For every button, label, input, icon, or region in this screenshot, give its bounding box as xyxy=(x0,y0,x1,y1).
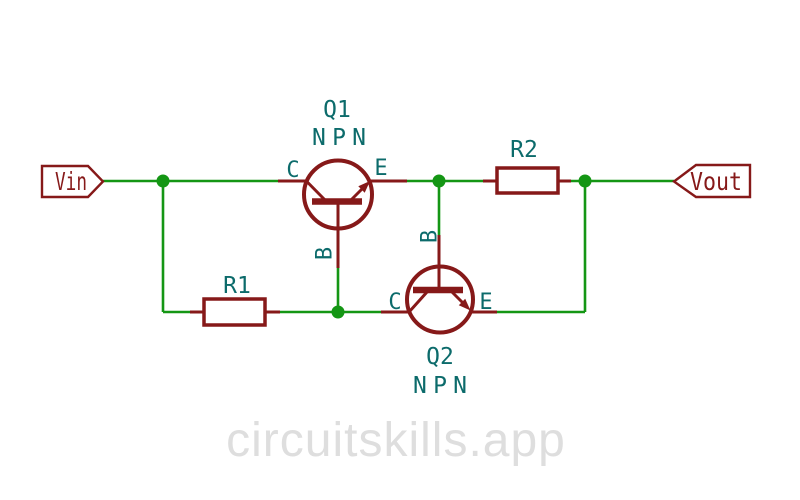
junction-dot-q1e xyxy=(432,174,446,188)
resistor-r1: R1 xyxy=(190,273,280,327)
q2-emitter-arrow xyxy=(458,298,471,311)
r1-body xyxy=(202,297,267,327)
junction-dot-r2-out xyxy=(578,174,592,188)
vout-label-shape xyxy=(671,163,752,199)
q1-value: NPN xyxy=(312,125,366,151)
q1-emitter-arrow xyxy=(358,181,370,193)
q1-body-circle xyxy=(302,158,374,231)
vin-label-shape xyxy=(40,164,105,199)
vin-label-text: Vin xyxy=(55,167,87,196)
q2-pin-label-b: B xyxy=(418,230,443,243)
q2-reference: Q2 xyxy=(426,344,454,370)
q2-body-circle xyxy=(405,264,475,335)
transistor-q1: Q1 NPN C E B xyxy=(278,97,407,268)
q2-pin-label-e: E xyxy=(479,290,492,315)
junction-dot-vin xyxy=(156,174,170,188)
q1-collector-stroke xyxy=(305,180,327,202)
watermark-text: circuitskills.app xyxy=(226,414,566,467)
net-label-vout: Vout xyxy=(671,163,752,199)
q1-reference: Q1 xyxy=(323,97,351,123)
resistor-r2: R2 xyxy=(483,137,571,195)
r2-body xyxy=(495,166,560,195)
r1-reference: R1 xyxy=(223,273,251,299)
r2-reference: R2 xyxy=(510,137,538,163)
vout-label-text: Vout xyxy=(690,167,742,196)
q2-pin-label-c: C xyxy=(388,290,401,315)
q2-value: NPN xyxy=(413,373,467,399)
q1-pin-label-e: E xyxy=(374,156,387,181)
transistor-q2: Q2 NPN C E B xyxy=(381,230,497,399)
q1-pin-label-b: B xyxy=(313,247,338,260)
q1-pin-label-c: C xyxy=(286,158,299,183)
junction-dot-q1b xyxy=(331,305,345,319)
net-label-vin: Vin xyxy=(40,164,105,199)
q2-collector-stroke xyxy=(408,290,429,313)
